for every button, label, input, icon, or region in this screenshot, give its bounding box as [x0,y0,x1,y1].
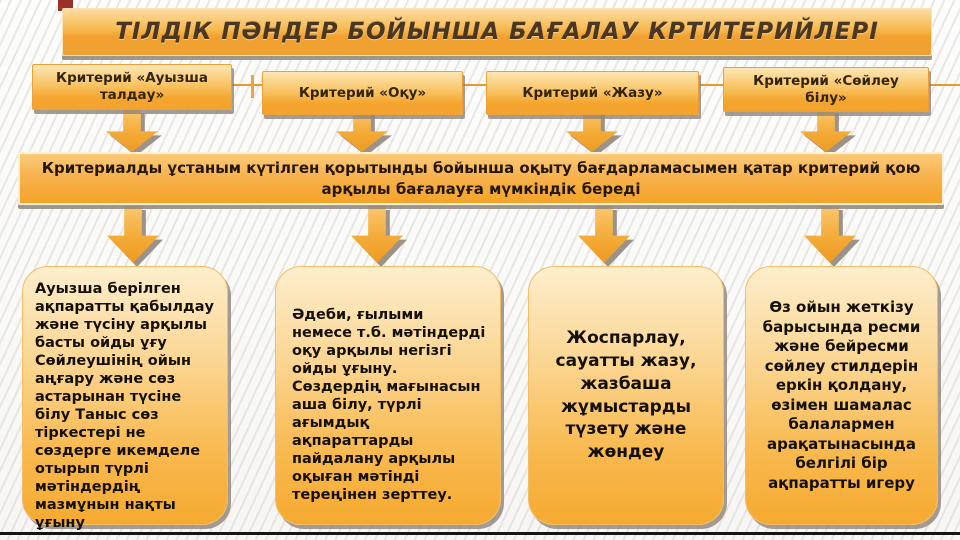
criterion-label: Критерий «Оқу» [298,84,427,101]
detail-card-reading: Әдеби, ғылыми немесе т.б. мәтіндерді оқу… [275,266,501,525]
maroon-accent-chip [58,0,73,11]
down-arrow-icon [351,206,407,267]
page-title: ТІЛДІК ПӘНДЕР БОЙЫНША БАҒАЛАУ КРТИТЕРИЙЛ… [115,19,879,45]
statement-text: Критериалды ұстаным күтілген қорытынды б… [41,159,921,198]
down-arrow-icon [566,109,622,156]
down-arrow-icon [336,109,392,156]
detail-card-listening: Ауызша берілген ақпаратты қабылдау және … [22,266,228,531]
down-arrow-icon [804,206,860,267]
detail-card-writing: Жоспарлау, сауатты жазу, жазбаша жұмыста… [528,266,724,525]
criteria-connector-stub [251,75,254,98]
criterion-box-auyzsha-taldau: Критерий «Ауызша талдау» [32,64,232,110]
criterion-box-zhazu: Критерий «Жазу» [486,71,699,115]
criterion-label: Критерий «Ауызша талдау» [56,70,208,103]
detail-text: Ауызша берілген ақпаратты қабылдау және … [35,281,214,531]
down-arrow-icon [107,206,163,267]
detail-card-speaking: Өз ойын жеткізу барысында ресми және бей… [745,266,938,525]
criterion-label: Критерий «Сөйлеу білу» [753,72,899,106]
statement-banner: Критериалды ұстаным күтілген қорытынды б… [18,152,944,205]
bottom-divider [0,532,960,535]
detail-text: Әдеби, ғылыми немесе т.б. мәтіндерді оқу… [292,307,486,503]
criterion-box-oqu: Критерий «Оқу» [262,71,463,115]
detail-text: Жоспарлау, сауатты жазу, жазбаша жұмыста… [555,327,697,463]
down-arrow-icon [106,109,162,156]
detail-text: Өз ойын жеткізу барысында ресми және бей… [762,298,921,492]
slide-title-bar: ТІЛДІК ПӘНДЕР БОЙЫНША БАҒАЛАУ КРТИТЕРИЙЛ… [62,8,932,56]
down-arrow-icon [578,206,634,267]
criterion-label: Критерий «Жазу» [522,84,663,101]
down-arrow-icon [800,109,856,156]
criterion-box-soyleu-bilu: Критерий «Сөйлеу білу» [723,67,929,112]
